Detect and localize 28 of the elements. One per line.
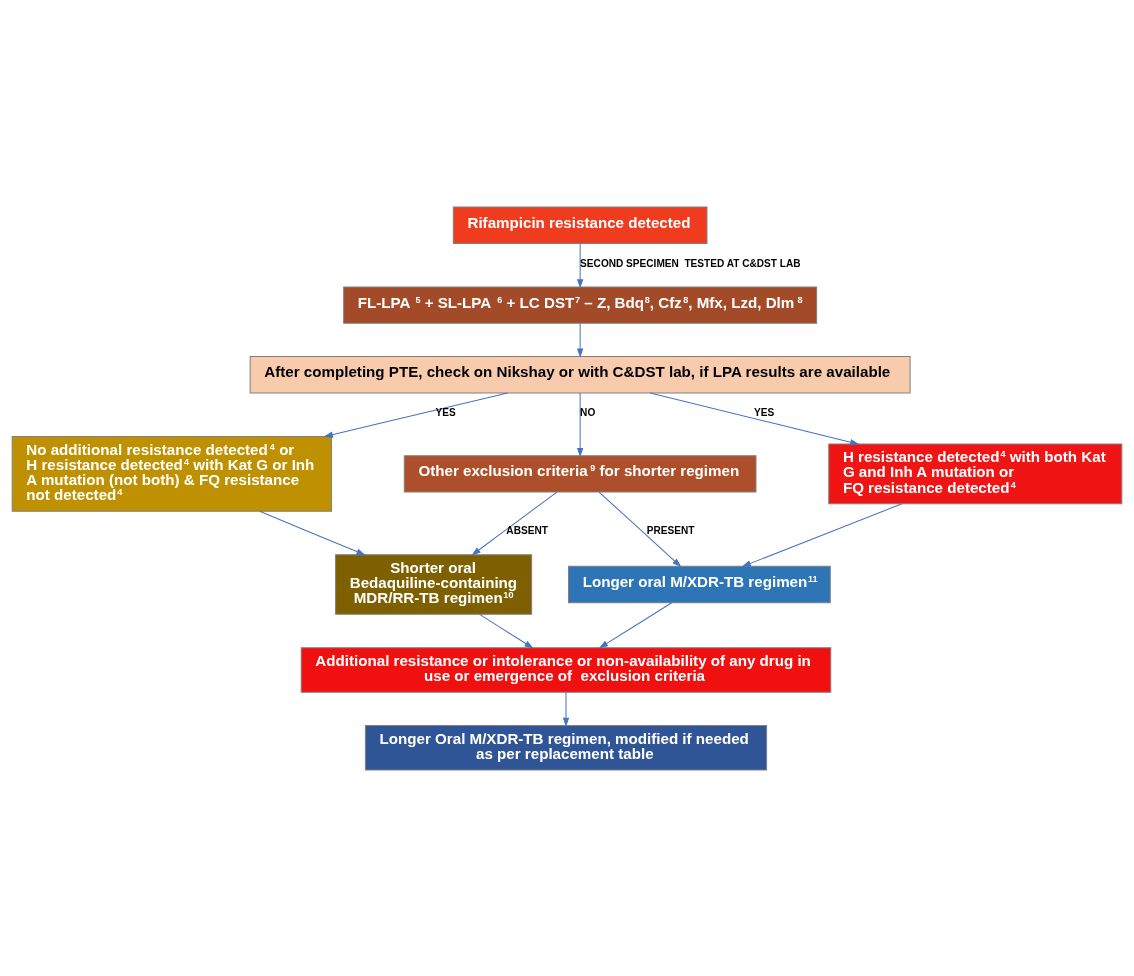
edge-label: NO xyxy=(580,406,596,418)
edge-label: ABSENT xyxy=(506,524,548,536)
node-box: No additional resistance detected$^{4}$ or H resistance detected$^{4}$ with Kat G or Inh A mutation (not both) & FQ resistance not detected$^{4}$ xyxy=(11,435,333,512)
edge-label: YES xyxy=(753,406,775,418)
node-box: H resistance detected$^{4}$ with both Kat G and Inh A mutation or FQ resistance detected$^{4}$ xyxy=(828,443,1123,504)
node-box: Other exclusion criteria$^{9}$ for shorter regimen xyxy=(403,454,757,493)
arrow xyxy=(576,242,584,288)
node-box: Longer Oral M/XDR-TB regimen, modified if needed as per replacement table xyxy=(364,724,768,770)
arrow xyxy=(576,322,584,358)
arrow xyxy=(471,491,558,555)
arrow xyxy=(323,392,509,438)
arrow xyxy=(479,613,534,648)
arrow xyxy=(562,691,570,727)
arrow xyxy=(598,491,682,567)
node-box: After completing PTE, check on Nikshay or with C&DST lab, if LPA results are available xyxy=(249,355,911,393)
arrow xyxy=(598,601,673,648)
arrow xyxy=(741,502,903,567)
edge-label: PRESENT xyxy=(646,524,695,536)
node-box: Additional resistance or intolerance or non-availability of any drug in use or emergence of exclusion criteria xyxy=(300,646,832,693)
edge-label: SECOND SPECIMEN TESTED AT C&DST LAB xyxy=(580,257,801,269)
node-box: Longer oral M/XDR-TB regimen$^{11}$ xyxy=(568,565,831,603)
node-box: FL-LPA $^{5}$ + SL-LPA $^{6}$ + LC DST$^{7}$ – Z, Bdq$^{8}$, Cfz$^{8}$, Mfx, Lzd, Dlm$^{8}$ xyxy=(343,285,818,324)
node-box: Rifampicin resistance detected xyxy=(452,206,708,244)
arrow xyxy=(259,510,366,555)
edge-label: YES xyxy=(435,406,456,418)
node-box: Shorter oral Bedaquiline-containing MDR/RR-TB regimen$^{10}$ xyxy=(335,553,533,615)
arrow xyxy=(576,392,584,457)
arrow xyxy=(649,392,860,445)
